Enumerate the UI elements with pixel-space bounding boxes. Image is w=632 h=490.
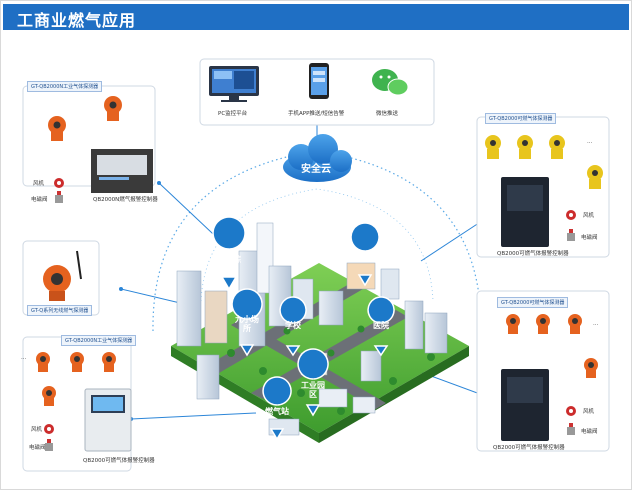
- mid-left-detector-tag: GT-Q系列无线燃气探测器: [27, 305, 93, 316]
- top-right-detector-tag: GT-QB2000可燃气体探测器: [485, 113, 557, 124]
- page-title: 工商业燃气应用: [17, 11, 137, 30]
- fan-icon: [44, 424, 54, 434]
- top-right-device-group: [476, 116, 610, 258]
- top-right-valve-label: 电磁阀: [581, 235, 598, 241]
- top-left-detector-tag: GT-QB2000N工业气体探测器: [27, 81, 103, 92]
- node-gas-station: 加油站: [353, 253, 377, 262]
- fan-icon: [54, 178, 64, 188]
- node-gas-depot: 燃气站: [265, 407, 289, 416]
- top-left-device-group: [22, 85, 156, 193]
- valve-icon: [567, 423, 575, 435]
- bottom-left-fan-label: 风机: [31, 427, 43, 433]
- node-industrial-park: 工业园区: [301, 381, 325, 399]
- smartphone-icon: [309, 63, 329, 99]
- valve-icon: [55, 191, 63, 203]
- top-left-fan-label: 风机: [33, 181, 45, 187]
- node-hospital: 医院: [373, 321, 389, 330]
- cloud-label: 安全云: [301, 164, 331, 175]
- bottom-left-detector-tag: GT-QB2000N工业气体探测器: [61, 335, 137, 346]
- monitor-icon: [209, 66, 259, 102]
- valve-icon: [45, 439, 53, 451]
- platform-wechat-label: 微信推送: [376, 111, 399, 117]
- top-right-ellipsis: ...: [587, 139, 593, 145]
- title-bar: 工商业燃气应用: [3, 4, 629, 30]
- bottom-right-detector-tag: GT-QB2000可燃气体探测器: [497, 297, 569, 308]
- platform-pc-label: PC监控平台: [218, 111, 248, 117]
- mid-left-device-group: [22, 240, 100, 316]
- bottom-left-ellipsis: ...: [21, 355, 27, 361]
- bottom-right-fan-label: 风机: [583, 409, 595, 415]
- node-small-venues: 九小场所: [235, 315, 259, 333]
- top-right-controller-label: QB2000可燃气体报警控制器: [497, 251, 569, 257]
- node-city-complex: 城市综合体: [217, 255, 241, 273]
- fan-icon: [566, 406, 576, 416]
- bottom-right-valve-label: 电磁阀: [581, 429, 598, 435]
- platform-app-label: 手机APP推送/短信告警: [288, 111, 345, 117]
- bottom-right-controller-label: QB2000可燃气体报警控制器: [493, 445, 565, 451]
- node-school: 学校: [285, 321, 301, 330]
- top-left-valve-label: 电磁阀: [31, 197, 48, 203]
- top-left-controller-label: QB2000N燃气报警控制器: [93, 197, 158, 203]
- cloud-icon: [283, 134, 352, 182]
- valve-icon: [567, 229, 575, 241]
- top-right-fan-label: 风机: [583, 213, 595, 219]
- bottom-left-valve-label: 电磁阀: [29, 445, 46, 451]
- bottom-right-ellipsis: ...: [593, 321, 599, 327]
- fan-icon: [566, 210, 576, 220]
- location-pins: [212, 216, 395, 441]
- bottom-left-controller-label: QB2000可燃气体报警控制器: [83, 458, 155, 464]
- wechat-icon: [372, 69, 409, 96]
